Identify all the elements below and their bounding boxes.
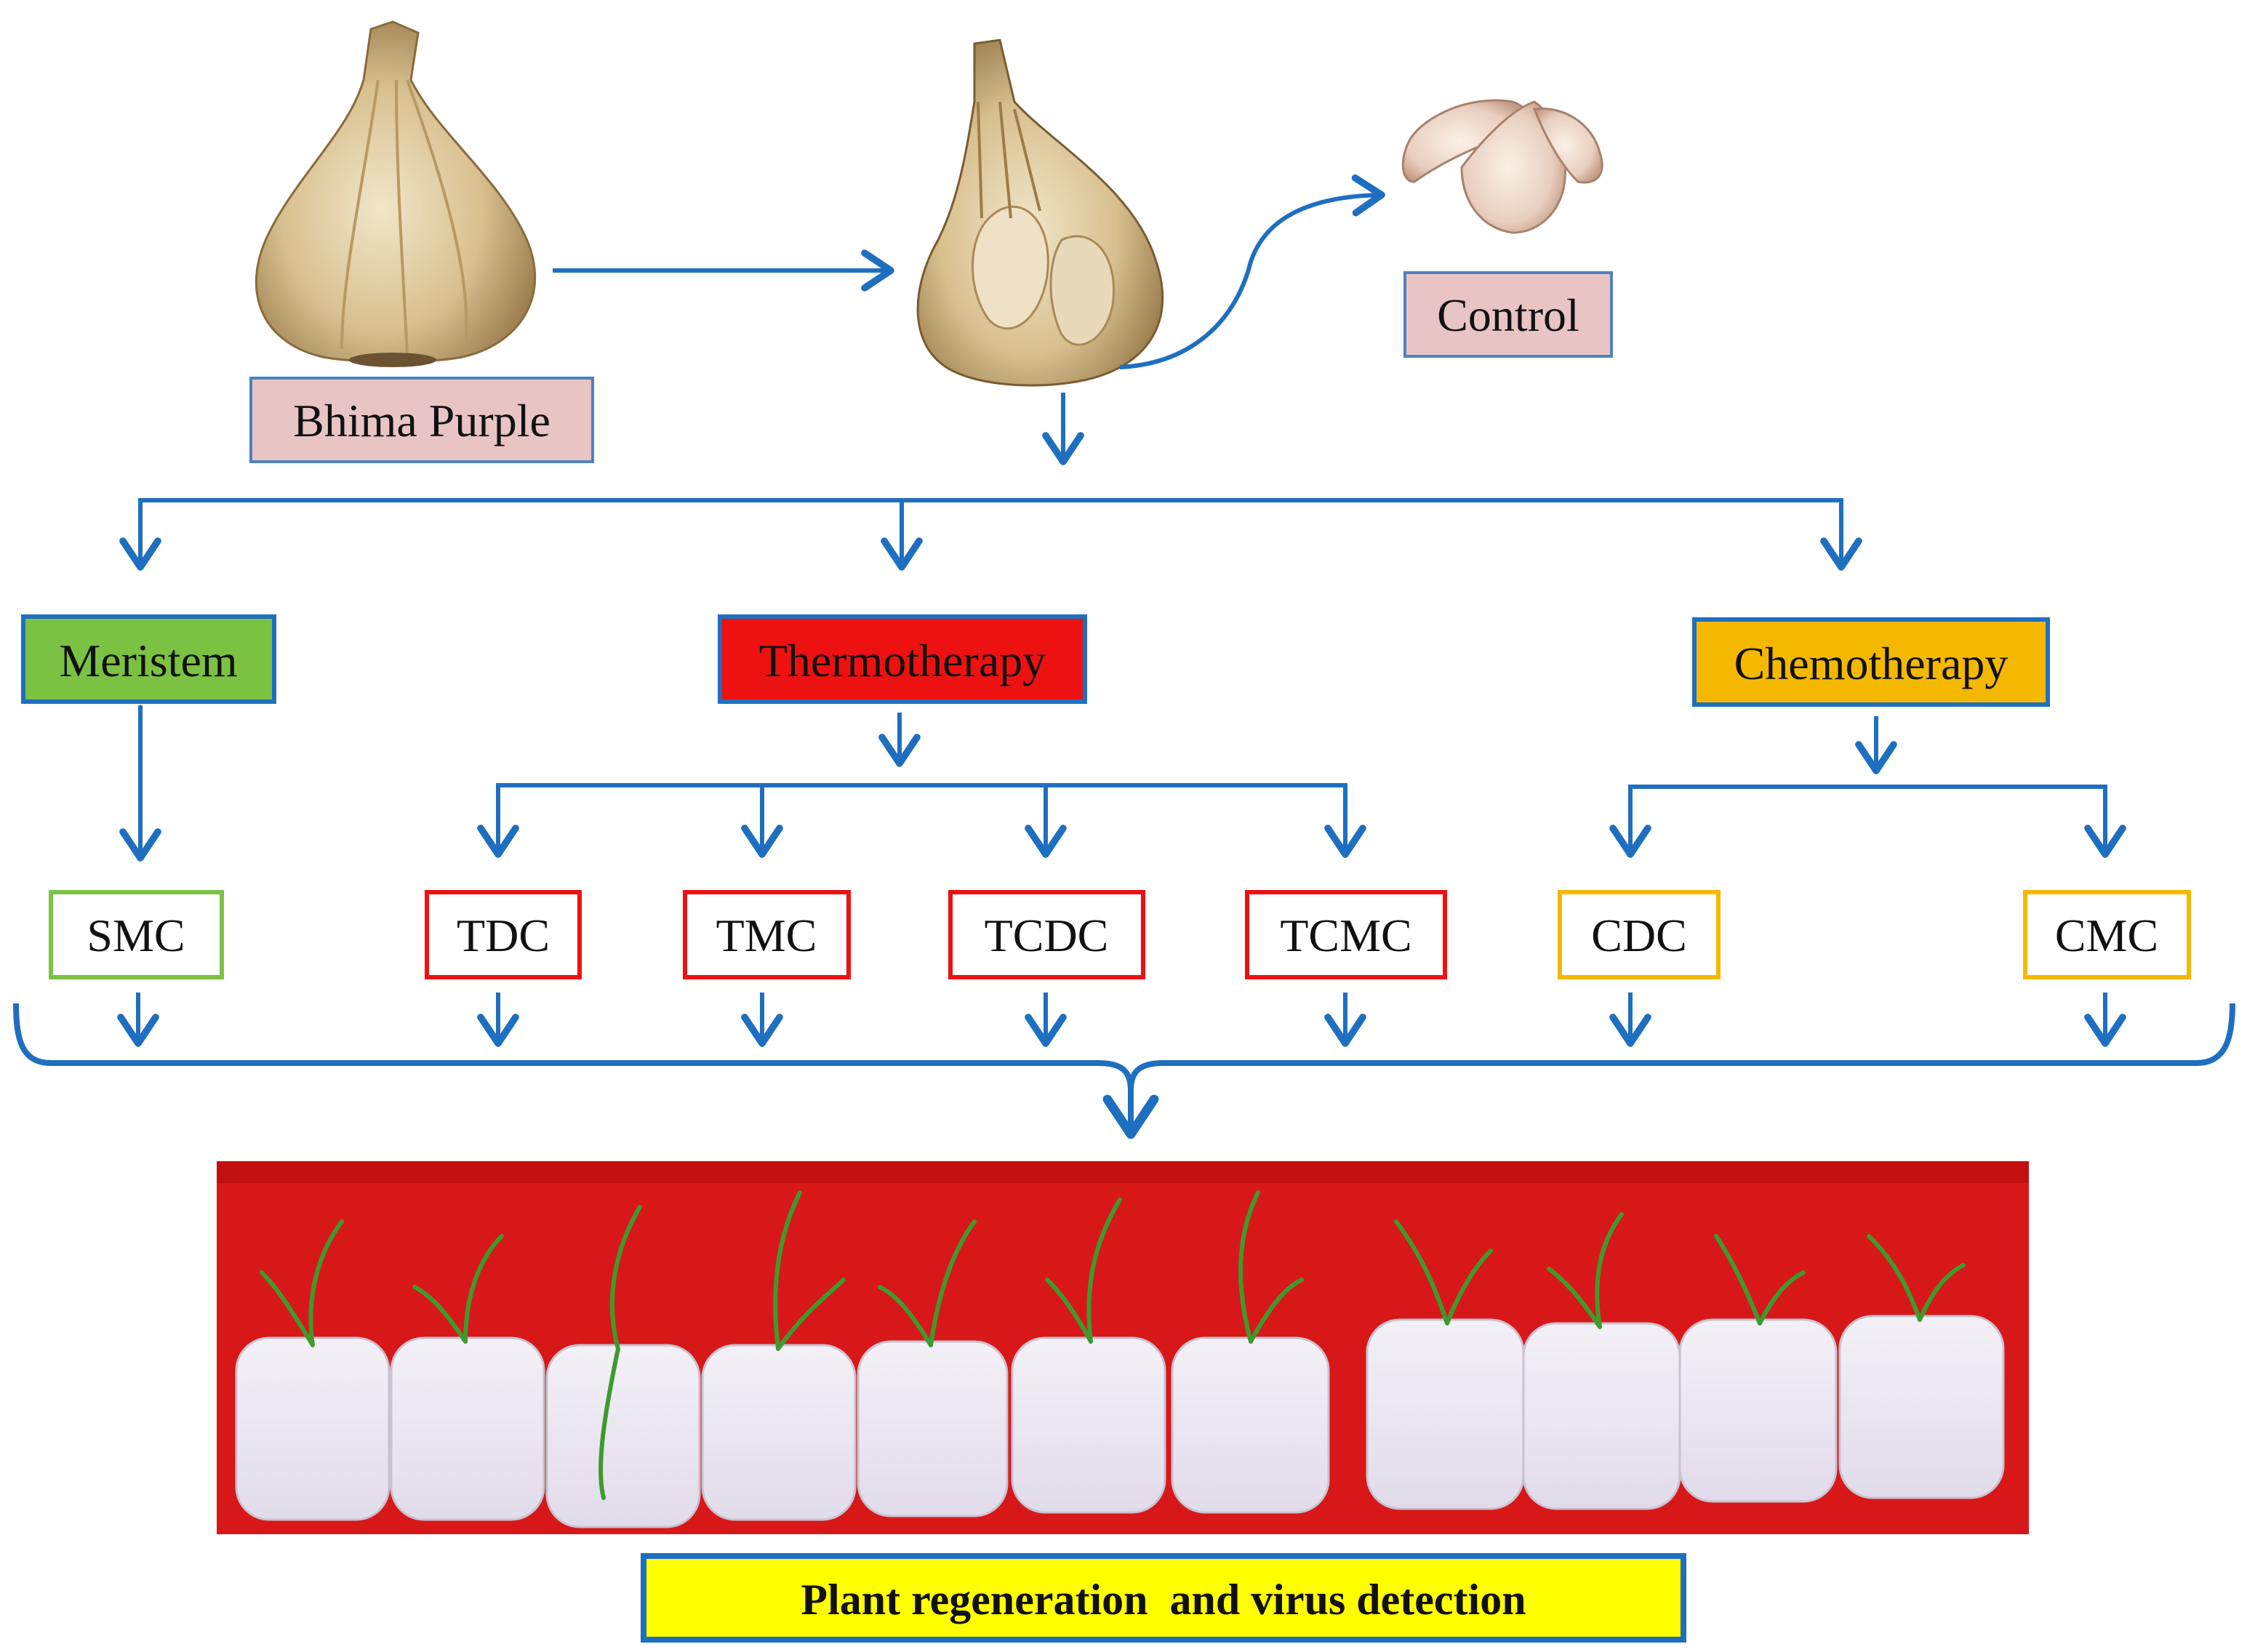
meristem-box: Meristem: [21, 614, 276, 704]
outcome-label: Plant regeneration and virus detection: [801, 1576, 1526, 1624]
thermotherapy-label: Thermotherapy: [759, 635, 1046, 686]
treatment-tcdc-label: TCDC: [985, 910, 1109, 961]
arrows-treatments-down: [117, 993, 2126, 1047]
control-box: Control: [1403, 271, 1613, 358]
meristem-label: Meristem: [59, 635, 237, 686]
treatment-tcdc: TCDC: [948, 890, 1145, 979]
treatment-cdc: CDC: [1558, 890, 1721, 979]
source-label: Bhima Purple: [293, 395, 550, 446]
source-box: Bhima Purple: [249, 377, 594, 463]
treatment-tmc: TMC: [683, 890, 851, 979]
bracket-thermotherapy: [477, 713, 1366, 858]
bracket-chemotherapy: [1609, 716, 2126, 858]
garlic-cloves-icon: [1401, 99, 1603, 234]
chemotherapy-box: Chemotherapy: [1692, 617, 2050, 707]
treatment-smc-label: SMC: [87, 910, 185, 961]
treatment-cmc: CMC: [2023, 890, 2191, 979]
treatment-tcmc: TCMC: [1245, 890, 1447, 979]
treatment-tdc-label: TDC: [457, 910, 550, 961]
treatment-tcmc-label: TCMC: [1280, 910, 1411, 961]
outcome-box: Plant regeneration and virus detection: [641, 1553, 1686, 1643]
brace-converge: [13, 1003, 2235, 1139]
treatment-smc: SMC: [49, 890, 224, 979]
treatment-cmc-label: CMC: [2055, 910, 2158, 961]
plantlets: [260, 1190, 1966, 1500]
thermotherapy-box: Thermotherapy: [718, 614, 1087, 704]
arrow-to-control: [1119, 174, 1385, 369]
test-tubes-photo: [217, 1161, 2029, 1534]
test-tubes: [235, 1315, 2005, 1528]
garlic-bulb-opened-icon: [916, 39, 1164, 387]
treatment-cdc-label: CDC: [1591, 910, 1687, 961]
bracket-methods: [119, 498, 1862, 571]
chemotherapy-label: Chemotherapy: [1734, 638, 2008, 689]
control-label: Control: [1437, 289, 1579, 341]
treatment-tmc-label: TMC: [716, 910, 817, 961]
treatment-tdc: TDC: [425, 890, 582, 979]
garlic-bulb-icon: [255, 20, 537, 367]
